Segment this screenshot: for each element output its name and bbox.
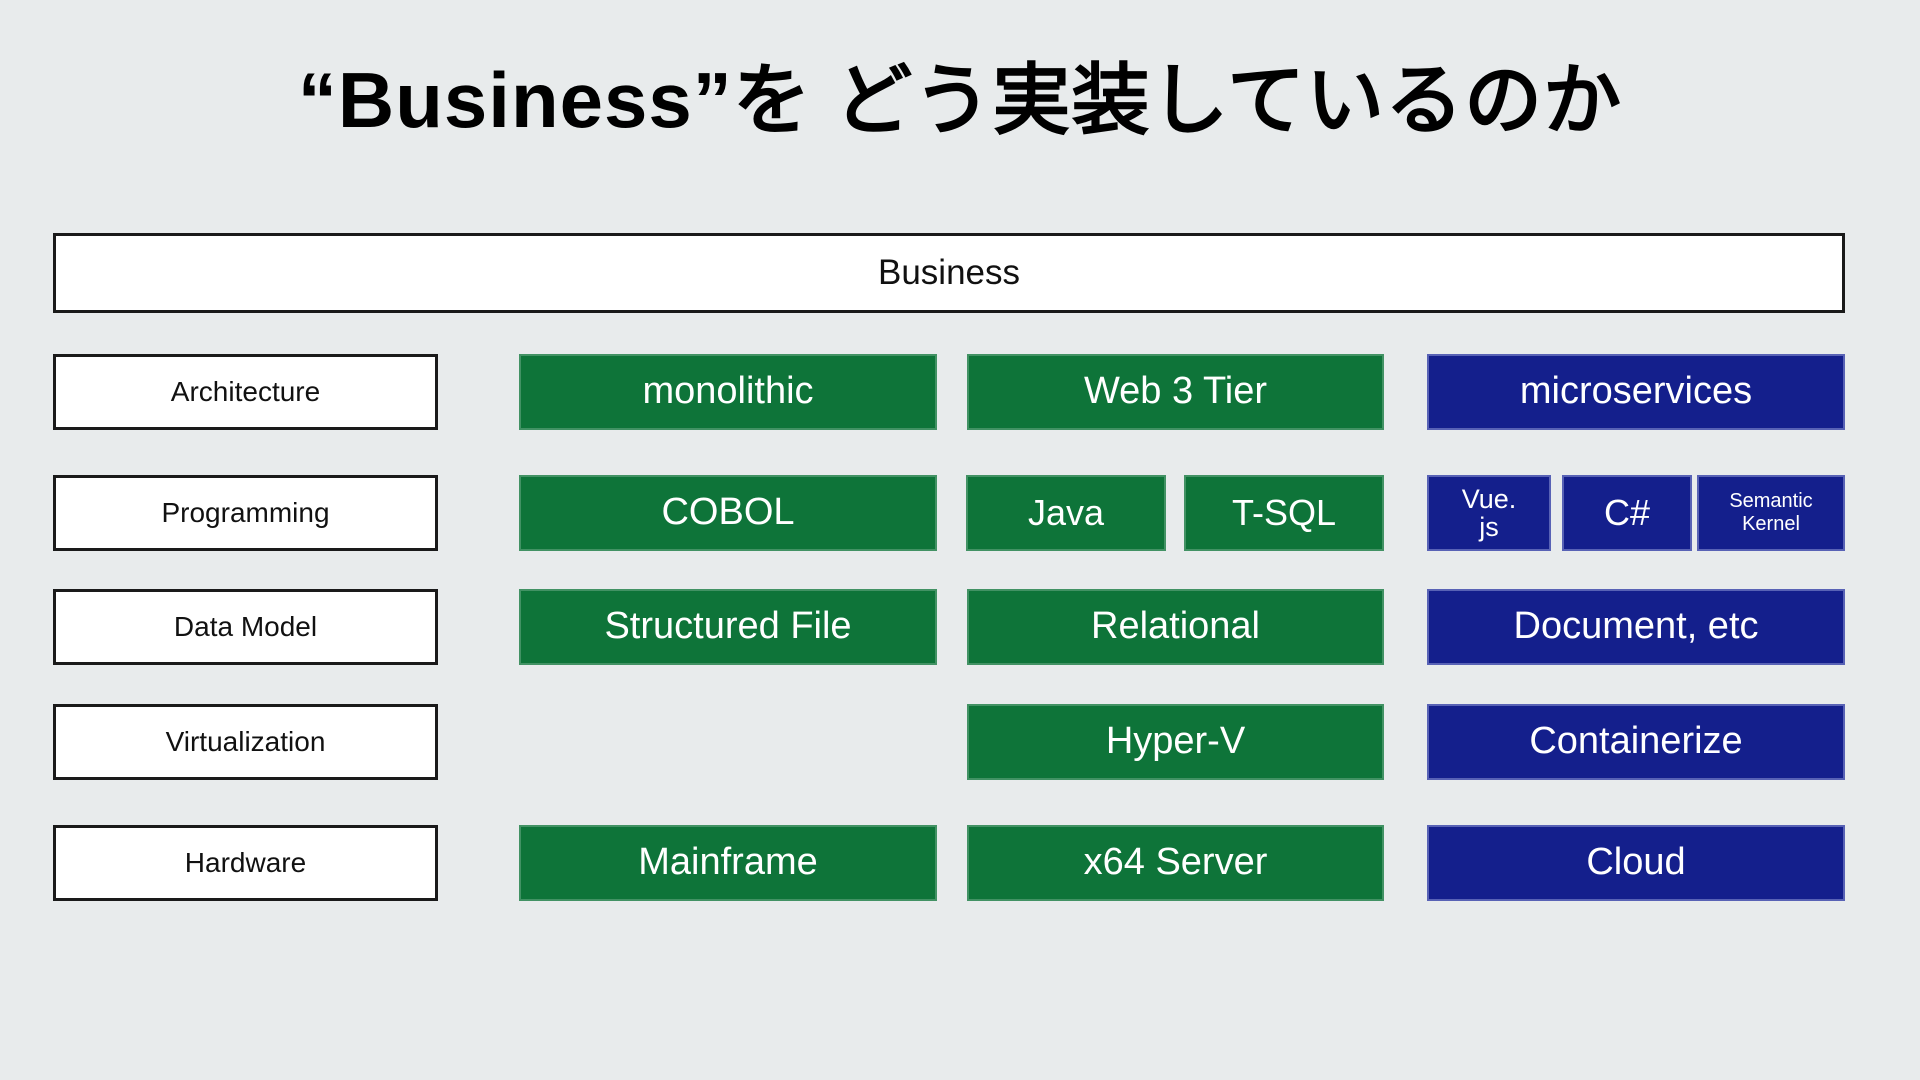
slide-title: “Business”を どう実装しているのか	[297, 56, 1623, 144]
cell-semantic-kernel: Semantic Kernel	[1697, 475, 1845, 551]
business-bar: Business	[53, 233, 1845, 313]
cell-x64-server: x64 Server	[967, 825, 1384, 901]
cell-semantic-kernel-line1: Semantic	[1729, 490, 1813, 512]
cell-relational: Relational	[967, 589, 1384, 665]
cell-cobol: COBOL	[519, 475, 937, 551]
cell-vue-js-line2: js	[1479, 512, 1499, 542]
cell-semantic-kernel-line2: Kernel	[1742, 513, 1800, 535]
cell-t-sql: T-SQL	[1184, 475, 1384, 551]
row-label-data-model: Data Model	[53, 589, 438, 665]
row-label-virtualization: Virtualization	[53, 704, 438, 780]
cell-microservices: microservices	[1427, 354, 1845, 430]
cell-vue-js: Vue. js	[1427, 475, 1551, 551]
row-label-architecture: Architecture	[53, 354, 438, 430]
cell-document-etc: Document, etc	[1427, 589, 1845, 665]
cell-monolithic: monolithic	[519, 354, 937, 430]
cell-java: Java	[966, 475, 1166, 551]
cell-vue-js-line1: Vue.	[1461, 483, 1517, 514]
row-label-programming: Programming	[53, 475, 438, 551]
cell-web-3-tier: Web 3 Tier	[967, 354, 1384, 430]
cell-csharp: C#	[1562, 475, 1692, 551]
cell-containerize: Containerize	[1427, 704, 1845, 780]
cell-structured-file: Structured File	[519, 589, 937, 665]
cell-cloud: Cloud	[1427, 825, 1845, 901]
row-label-hardware: Hardware	[53, 825, 438, 901]
cell-mainframe: Mainframe	[519, 825, 937, 901]
cell-hyper-v: Hyper-V	[967, 704, 1384, 780]
